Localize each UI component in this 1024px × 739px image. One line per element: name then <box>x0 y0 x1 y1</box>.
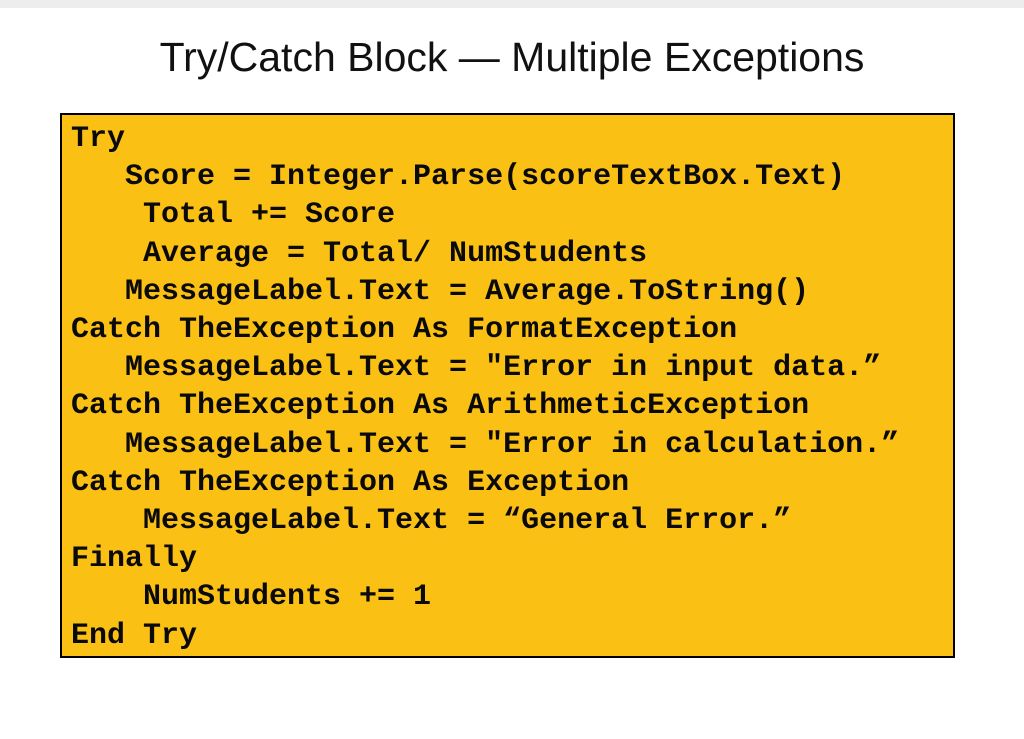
code-box: Try Score = Integer.Parse(scoreTextBox.T… <box>60 113 955 658</box>
slide-top-edge <box>0 0 1024 8</box>
slide-title: Try/Catch Block — Multiple Exceptions <box>159 34 865 80</box>
code-block: Try Score = Integer.Parse(scoreTextBox.T… <box>71 122 900 653</box>
